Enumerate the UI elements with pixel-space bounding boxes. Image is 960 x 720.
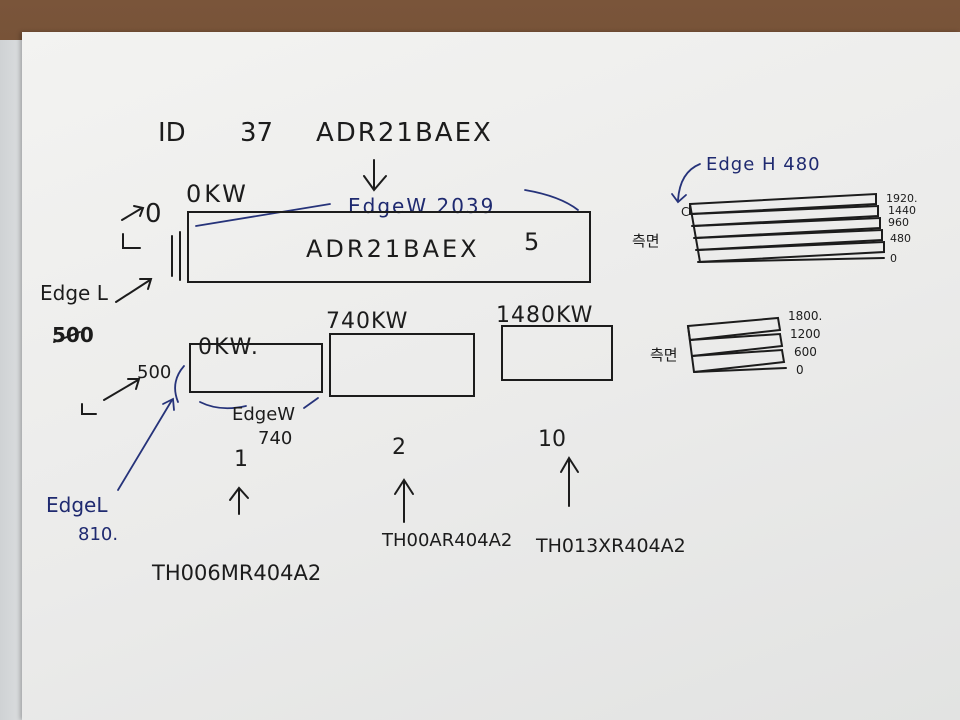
header-model: ADR21BAEX xyxy=(316,118,493,148)
stack-top-side-label: 측면 xyxy=(632,232,660,250)
bottom-edge-w-brace-left xyxy=(199,401,247,410)
unit-3-power: 1480KW xyxy=(496,303,593,328)
header-id-label: ID xyxy=(158,118,186,148)
stack-top-tick-0: 0 xyxy=(890,252,897,265)
stack-top-edge-h: Edge H 480 xyxy=(706,154,821,175)
unit-1-model: TH006MR404A2 xyxy=(151,561,321,585)
stack-bottom-tick-0: 0 xyxy=(796,363,804,377)
stack-bottom-tick-600: 600 xyxy=(794,345,817,359)
stack-bottom-tick-1800: 1800. xyxy=(788,309,822,323)
bottom-l-value: 500 xyxy=(137,362,171,383)
top-edge-w: EdgeW 2039 xyxy=(348,194,495,218)
bottom-500-arrow xyxy=(103,378,141,401)
unit-3-number: 10 xyxy=(538,427,566,452)
unit-3-up-arrow xyxy=(560,456,579,507)
unit-1-number: 1 xyxy=(234,447,248,472)
bottom-edge-l-arrow xyxy=(117,397,175,491)
stack-top-layers xyxy=(689,192,885,263)
bottom-edge-w-label: EdgeW xyxy=(232,404,295,425)
unit-1-power: 0KW. xyxy=(198,335,260,360)
unit-2-up-arrow xyxy=(394,478,414,523)
unit-2-number: 2 xyxy=(392,435,406,460)
unit-2-box xyxy=(329,333,475,397)
top-edge-w-pointer-right xyxy=(524,189,579,211)
top-power-label: 0KW xyxy=(186,180,249,208)
bottom-edge-w-value: 740 xyxy=(258,428,292,449)
stack-top-edge-h-arrowhead xyxy=(671,193,687,204)
stack-top-tick-1440: 1440 xyxy=(888,204,916,217)
bottom-left-bracket xyxy=(174,365,185,403)
unit-3-model: TH013XR404A2 xyxy=(535,535,686,557)
stack-top-tick-960: 960 xyxy=(888,216,909,229)
header-id-value: 37 xyxy=(240,118,273,148)
bottom-edge-l-label: EdgeL xyxy=(46,493,108,517)
top-edge-l-arrow xyxy=(115,278,153,303)
unit-1-up-arrow xyxy=(229,486,249,515)
top-l-marker xyxy=(122,233,141,249)
bottom-edge-w-brace-right xyxy=(303,397,319,409)
unit-2-model: TH00AR404A2 xyxy=(381,530,512,551)
stack-bottom-tick-1200: 1200 xyxy=(790,327,821,341)
stack-bottom-layers xyxy=(686,316,787,373)
top-start-zero: 0 xyxy=(145,199,162,229)
top-edge-l-label: Edge L xyxy=(40,281,109,305)
unit-3-box xyxy=(501,325,613,381)
top-edge-l-strike xyxy=(53,331,81,343)
top-edge-w-pointer-left xyxy=(195,203,331,227)
stack-top-edge-h-pointer xyxy=(677,163,701,201)
stack-bottom-side-label: 측면 xyxy=(650,346,678,364)
top-unit-box xyxy=(187,211,591,283)
top-box-number: 5 xyxy=(524,228,539,256)
header-down-arrow xyxy=(363,159,387,192)
bottom-edge-l-value: 810. xyxy=(78,524,118,545)
unit-2-power: 740KW xyxy=(326,309,408,334)
stack-top-tick-1920: 1920. xyxy=(886,192,918,205)
top-box-label: ADR21BAEX xyxy=(306,235,480,263)
unit-1-box xyxy=(189,343,323,393)
top-zero-arrow xyxy=(121,205,145,221)
bottom-l-marker xyxy=(81,403,97,415)
stack-top-corner: C xyxy=(681,205,689,219)
stack-top-tick-480: 480 xyxy=(890,232,911,245)
